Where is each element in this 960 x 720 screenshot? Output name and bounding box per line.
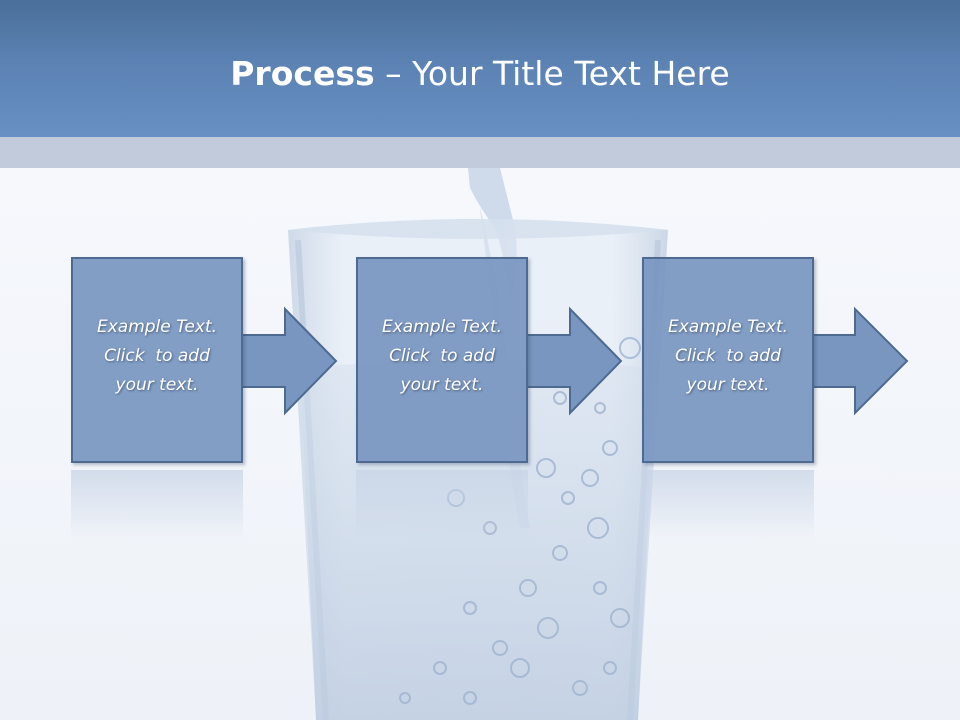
title-bar <box>0 0 960 137</box>
title-rest: – Your Title Text Here <box>374 54 730 93</box>
arrow-right-icon <box>812 306 909 416</box>
arrow-right-icon <box>526 306 623 416</box>
step-text-line: Click to add <box>675 346 781 366</box>
step-text-line: your text. <box>115 375 199 395</box>
step-2-reflection <box>356 470 528 540</box>
step-3-reflection <box>642 470 814 540</box>
step-text-line: Example Text. <box>667 317 789 337</box>
step-2-text[interactable]: Example Text. Click to add your text. <box>358 313 526 400</box>
step-box-3[interactable]: Example Text. Click to add your text. <box>642 257 814 463</box>
step-box-1[interactable]: Example Text. Click to add your text. <box>71 257 243 463</box>
title-bold: Process <box>230 54 375 93</box>
step-box-2[interactable]: Example Text. Click to add your text. <box>356 257 528 463</box>
step-1-text[interactable]: Example Text. Click to add your text. <box>73 313 241 400</box>
step-text-line: your text. <box>686 375 770 395</box>
step-1-reflection <box>71 470 243 540</box>
title-underband <box>0 137 960 168</box>
slide-title: Process – Your Title Text Here <box>0 52 960 96</box>
step-3-text[interactable]: Example Text. Click to add your text. <box>644 313 812 400</box>
step-text-line: Example Text. <box>381 317 503 337</box>
step-text-line: your text. <box>400 375 484 395</box>
step-text-line: Click to add <box>389 346 495 366</box>
step-text-line: Click to add <box>104 346 210 366</box>
arrow-right-icon <box>241 306 338 416</box>
step-text-line: Example Text. <box>96 317 218 337</box>
